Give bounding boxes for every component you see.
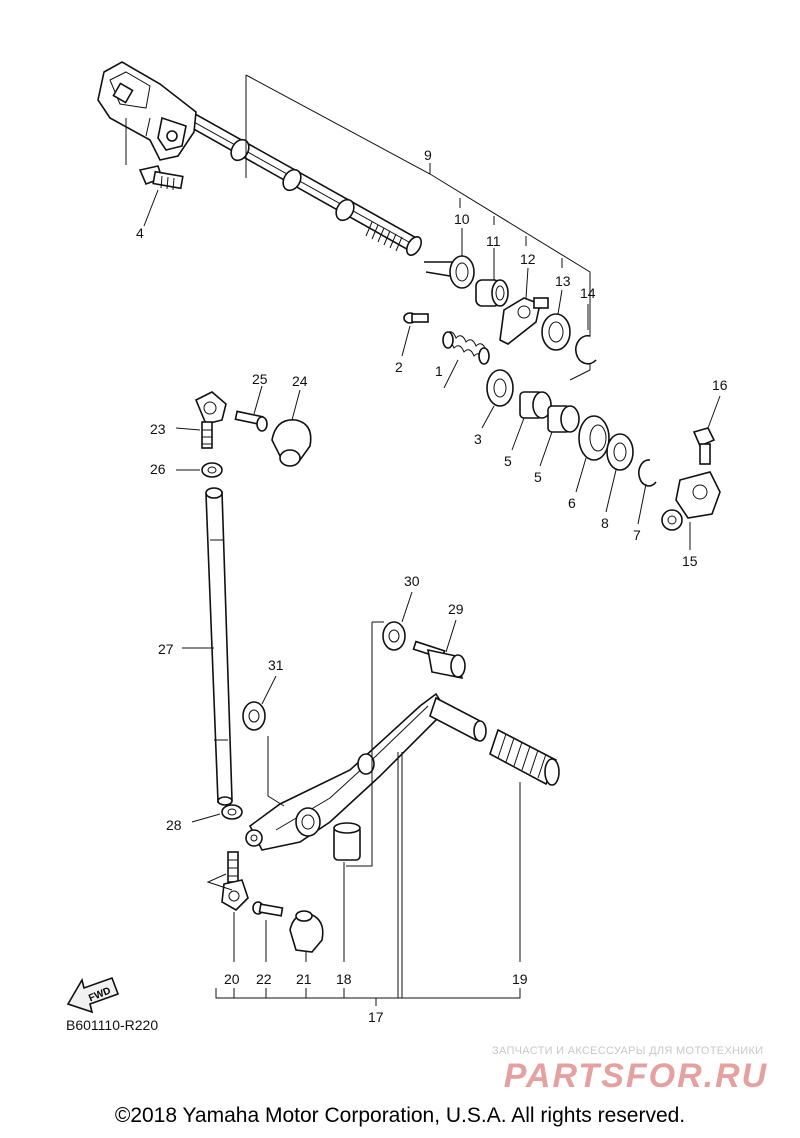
part-15-shift-arm bbox=[661, 471, 721, 550]
part-8-washer bbox=[605, 433, 634, 513]
callout-27: 27 bbox=[158, 641, 174, 657]
part-25-bolt bbox=[234, 385, 268, 432]
part-11-collar bbox=[475, 248, 509, 307]
part-27-shift-rod bbox=[182, 487, 233, 806]
callout-5b: 5 bbox=[534, 469, 542, 485]
callout-12: 12 bbox=[520, 251, 536, 267]
part-5-bearing-b bbox=[539, 405, 580, 467]
callout-25: 25 bbox=[252, 371, 268, 387]
part-3-washer bbox=[481, 369, 514, 429]
watermark-logo: PARTSFOR.RU bbox=[504, 1057, 768, 1095]
callout-20: 20 bbox=[224, 971, 240, 987]
watermark-tagline: ЗАПЧАСТИ И АКСЕССУАРЫ ДЛЯ МОТОТЕХНИКИ bbox=[492, 1045, 764, 1057]
part-6-oil-seal bbox=[575, 415, 610, 493]
part-24-boot bbox=[271, 389, 312, 467]
part-4-bolt bbox=[125, 118, 184, 227]
callout-9: 9 bbox=[424, 147, 432, 163]
callout-6: 6 bbox=[568, 495, 576, 511]
watermark-logo-text: PARTSFOR.RU bbox=[504, 1057, 768, 1095]
callout-31: 31 bbox=[268, 657, 284, 673]
part-23-rod-end bbox=[175, 391, 227, 449]
group-bracket-17 bbox=[206, 621, 521, 1006]
callout-16: 16 bbox=[712, 377, 728, 393]
callout-19: 19 bbox=[512, 971, 528, 987]
part-13-washer bbox=[541, 289, 571, 351]
part-22-bolt bbox=[252, 901, 284, 962]
group-bracket-9 bbox=[245, 74, 591, 381]
part-2-bolt bbox=[401, 312, 429, 357]
part-17-shift-pedal bbox=[245, 692, 487, 851]
callout-28: 28 bbox=[166, 817, 182, 833]
callout-3: 3 bbox=[474, 431, 482, 447]
callout-22: 22 bbox=[256, 971, 272, 987]
part-29-bolt bbox=[412, 619, 466, 680]
callout-8: 8 bbox=[601, 515, 609, 531]
part-14-circlip bbox=[575, 304, 597, 365]
part-5-bearing-a bbox=[511, 391, 552, 451]
copyright-notice: ©2018 Yamaha Motor Corporation, U.S.A. A… bbox=[114, 1104, 686, 1127]
callout-15: 15 bbox=[682, 553, 698, 569]
fwd-arrow-icon: FWD bbox=[66, 976, 120, 1014]
callout-13: 13 bbox=[555, 273, 571, 289]
diagram-code: B601110-R220 bbox=[66, 1017, 159, 1033]
part-28-nut bbox=[191, 804, 243, 823]
part-10-spring bbox=[424, 228, 475, 289]
callout-26: 26 bbox=[150, 461, 166, 477]
callout-23: 23 bbox=[150, 421, 166, 437]
callout-10: 10 bbox=[454, 211, 470, 227]
callout-7: 7 bbox=[633, 527, 641, 543]
callout-11: 11 bbox=[486, 233, 501, 249]
callout-labels: 1 2 3 4 5 5 6 7 8 9 10 11 12 13 14 15 16… bbox=[136, 147, 728, 1025]
part-18-collar bbox=[333, 822, 361, 962]
part-19-rubber bbox=[489, 728, 560, 962]
part-12-lever bbox=[499, 267, 549, 345]
callout-4: 4 bbox=[136, 225, 144, 241]
part-30-washer bbox=[382, 591, 413, 651]
callout-29: 29 bbox=[448, 601, 464, 617]
callout-14: 14 bbox=[580, 285, 596, 301]
shift-shaft bbox=[97, 61, 423, 256]
callout-30: 30 bbox=[404, 573, 420, 589]
callout-18: 18 bbox=[336, 971, 352, 987]
callout-21: 21 bbox=[296, 971, 312, 987]
part-7-circlip bbox=[637, 459, 657, 525]
part-31-washer bbox=[242, 675, 277, 731]
part-26-nut bbox=[176, 462, 223, 478]
callout-2: 2 bbox=[395, 359, 403, 375]
part-21-boot bbox=[289, 910, 324, 962]
callout-17: 17 bbox=[368, 1009, 384, 1025]
part-16-bolt bbox=[692, 395, 721, 465]
part-1-spring bbox=[442, 331, 490, 389]
callout-24: 24 bbox=[292, 373, 308, 389]
callout-1: 1 bbox=[435, 363, 443, 379]
part-20-rod-end bbox=[221, 851, 249, 962]
callout-5a: 5 bbox=[504, 453, 512, 469]
